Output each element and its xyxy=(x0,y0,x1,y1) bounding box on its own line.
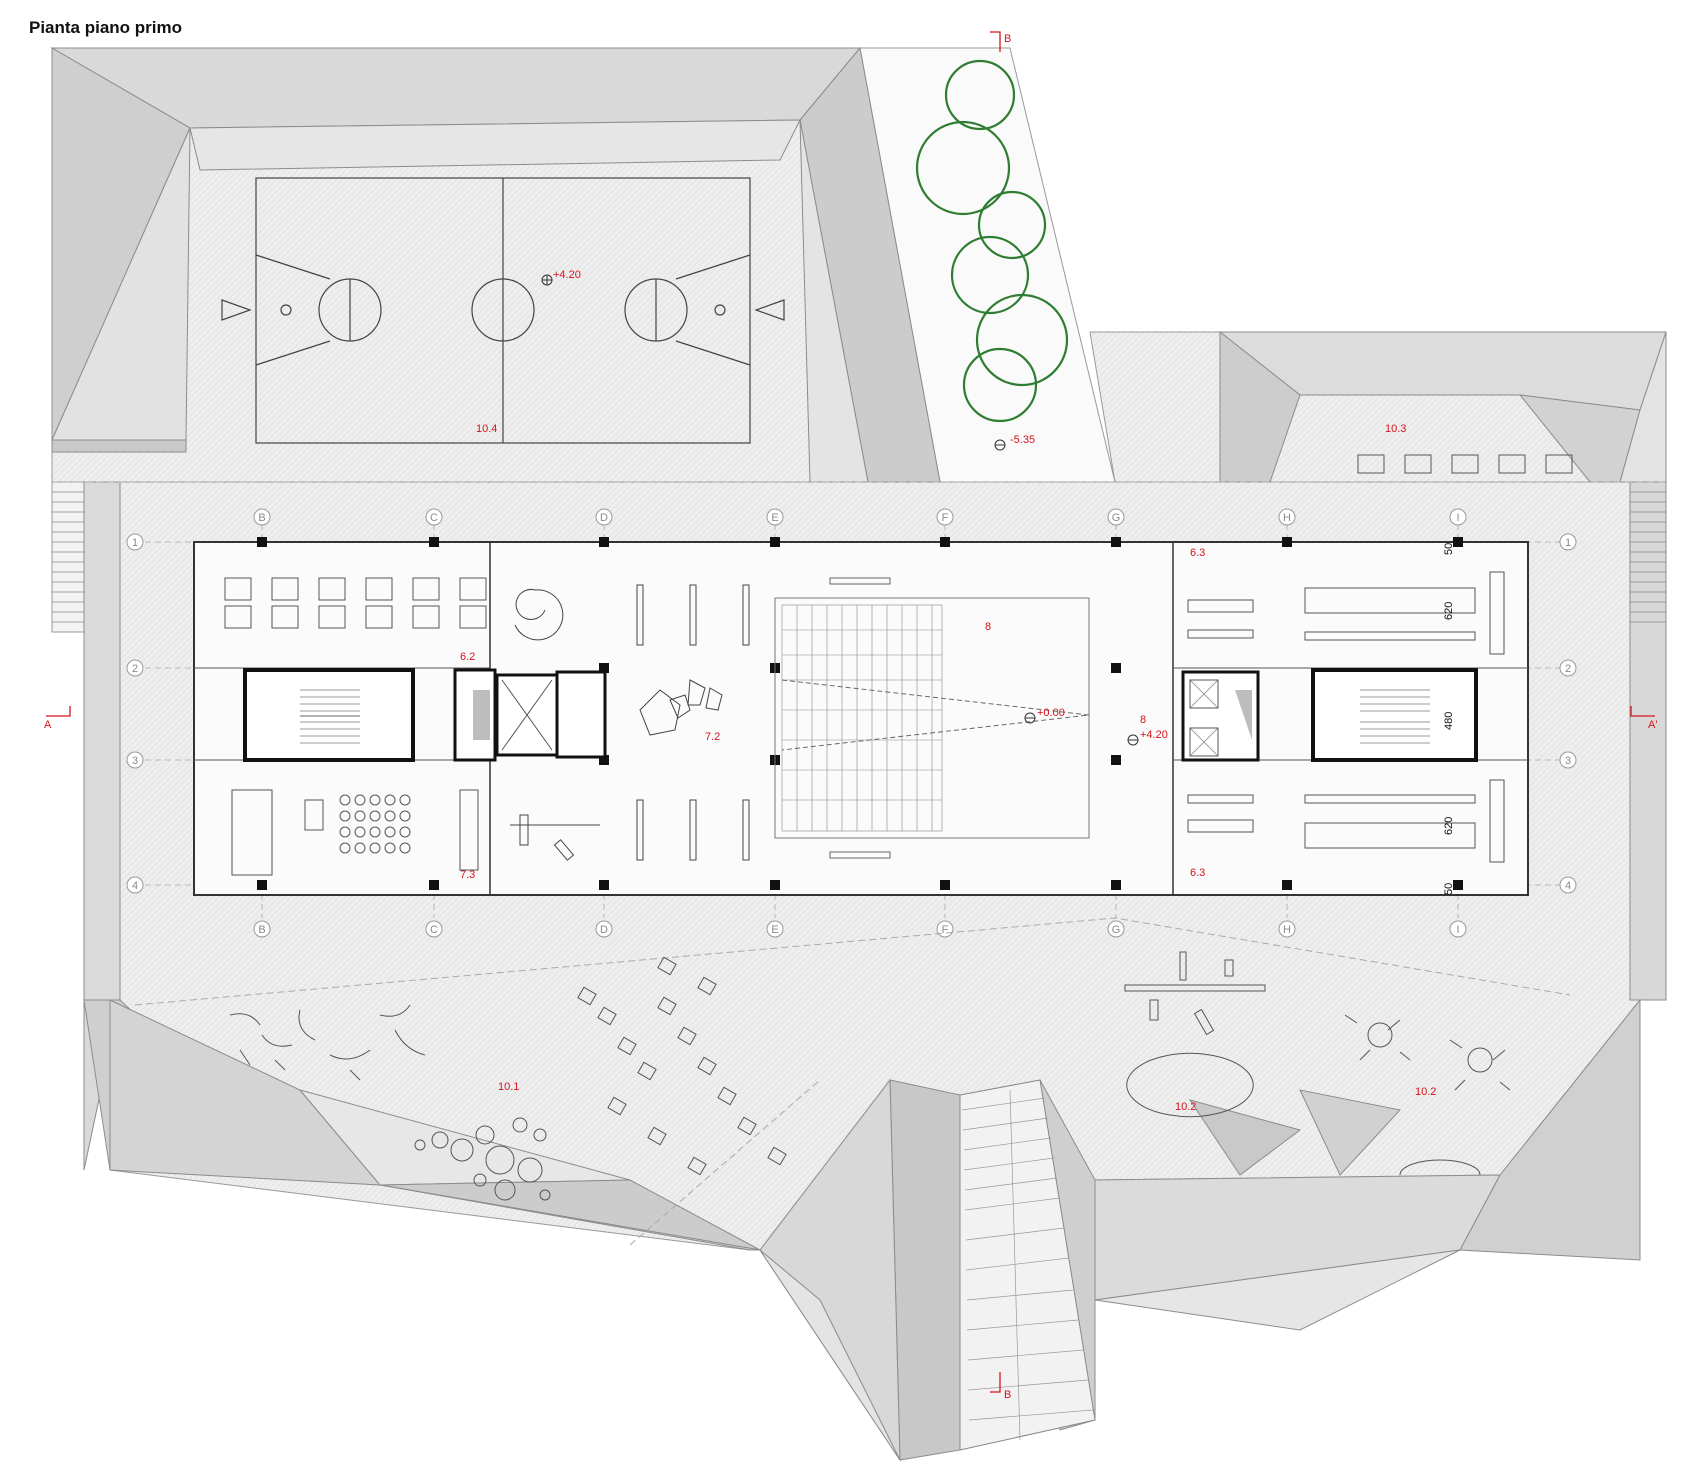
tree-icon xyxy=(944,59,1016,131)
meeting-furniture xyxy=(231,789,479,876)
right-wing-furniture xyxy=(1187,571,1505,863)
room-label-8-corridor: 8 xyxy=(1140,714,1146,726)
grid-label-1-right: 1 xyxy=(1565,537,1571,549)
grid-label-e-top: E xyxy=(771,512,778,524)
grid-label-i-top: I xyxy=(1456,512,1459,524)
room-label-10-1: 10.1 xyxy=(498,1081,519,1093)
right-stair-core xyxy=(1181,668,1478,762)
dimension-50-top: 50 xyxy=(1443,543,1455,555)
tree-row xyxy=(915,59,1069,423)
grid-label-h-top: H xyxy=(1283,512,1291,524)
grid-label-b-bottom: B xyxy=(258,924,265,936)
grid-label-c-top: C xyxy=(430,512,438,524)
tree-icon xyxy=(962,347,1038,423)
grid-label-h-bottom: H xyxy=(1283,924,1291,936)
building-outline xyxy=(193,541,1529,896)
section-a-right: A' xyxy=(1648,719,1657,731)
grid-label-3-left: 3 xyxy=(132,755,138,767)
dimension-620-bottom: 620 xyxy=(1443,817,1455,835)
tree-icon xyxy=(950,235,1030,315)
section-b-top: B xyxy=(1004,33,1011,45)
right-stair-treads xyxy=(1630,491,1666,623)
room-label-6-2: 6.2 xyxy=(460,651,475,663)
terrace-tables xyxy=(1357,454,1573,474)
grid-label-d-bottom: D xyxy=(600,924,608,936)
dimension-480: 480 xyxy=(1443,712,1455,730)
tree-icon xyxy=(975,293,1069,387)
auditorium-level-marker: +0.00 xyxy=(1024,707,1065,724)
level-auditorium: +0.00 xyxy=(1037,707,1065,719)
room-label-6-3-bottom: 6.3 xyxy=(1190,867,1205,879)
grid-label-e-bottom: E xyxy=(771,924,778,936)
grid-label-g-bottom: G xyxy=(1112,924,1121,936)
level-trees: -5.35 xyxy=(1010,434,1035,446)
room-label-8-auditorium: 8 xyxy=(985,621,991,633)
grid-label-4-left: 4 xyxy=(132,880,138,892)
auditorium xyxy=(774,577,1090,859)
dimension-620-top: 620 xyxy=(1443,602,1455,620)
grid-label-b-top: B xyxy=(258,512,265,524)
main-entrance-stair xyxy=(959,1079,1096,1451)
grid-label-c-bottom: C xyxy=(430,924,438,936)
room-label-10-3: 10.3 xyxy=(1385,423,1406,435)
left-stair-core xyxy=(243,668,607,762)
corridor-level-marker: +4.20 xyxy=(1127,729,1168,746)
exhibition-furniture xyxy=(510,584,750,861)
court-level-marker: +4.20 xyxy=(541,269,581,286)
room-label-10-2-center: 10.2 xyxy=(1175,1101,1196,1113)
grid-label-2-right: 2 xyxy=(1565,663,1571,675)
roof-facets xyxy=(50,46,1667,1462)
office-desks xyxy=(224,577,487,629)
room-label-7-3: 7.3 xyxy=(460,869,475,881)
basketball-court xyxy=(221,177,785,444)
section-b-bottom: B xyxy=(1004,1389,1011,1401)
grid-label-2-left: 2 xyxy=(132,663,138,675)
room-label-7-2: 7.2 xyxy=(705,731,720,743)
outdoor-furniture xyxy=(229,951,1511,1201)
grid-label-f-bottom: F xyxy=(942,924,949,936)
trees-level-marker: -5.35 xyxy=(994,434,1035,451)
room-label-6-3-top: 6.3 xyxy=(1190,547,1205,559)
grid-label-f-top: F xyxy=(942,512,949,524)
section-marks xyxy=(46,31,1655,1393)
left-stair-treads xyxy=(52,491,84,623)
grid-label-3-right: 3 xyxy=(1565,755,1571,767)
level-corridor: +4.20 xyxy=(1140,729,1168,741)
section-a-left: A xyxy=(44,719,52,731)
room-label-10-4: 10.4 xyxy=(476,423,497,435)
grid-label-d-top: D xyxy=(600,512,608,524)
dimension-50-bottom: 50 xyxy=(1443,883,1455,895)
grid-label-g-top: G xyxy=(1112,512,1121,524)
tree-icon xyxy=(977,190,1047,260)
paving-lines xyxy=(52,481,1666,1246)
grid-label-4-right: 4 xyxy=(1565,880,1571,892)
grid-label-1-left: 1 xyxy=(132,537,138,549)
tree-icon xyxy=(915,120,1011,216)
level-court: +4.20 xyxy=(553,269,581,281)
grid-label-i-bottom: I xyxy=(1456,924,1459,936)
room-label-10-2-right: 10.2 xyxy=(1415,1086,1436,1098)
drawing-title: Pianta piano primo xyxy=(29,18,183,37)
